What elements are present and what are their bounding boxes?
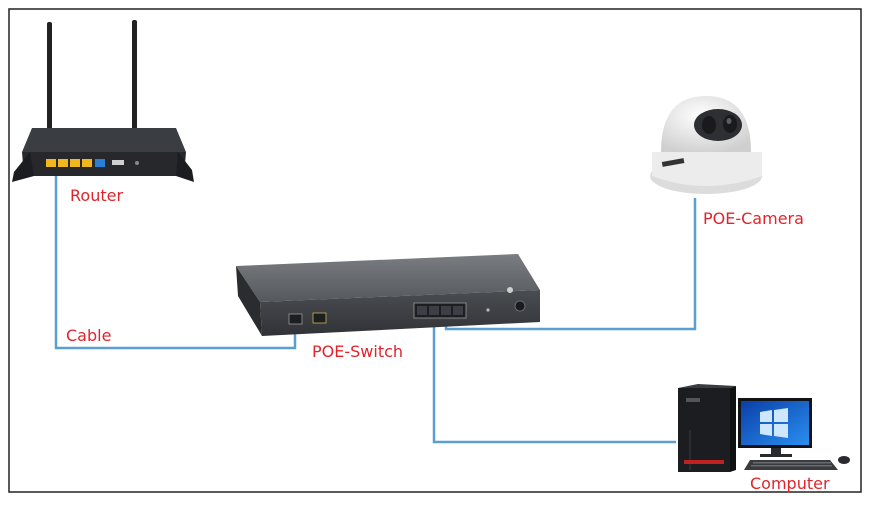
poe-switch-icon <box>236 254 540 336</box>
router-label: Router <box>70 186 124 205</box>
frame-border <box>8 8 862 493</box>
poe-switch-label: POE-Switch <box>312 342 404 361</box>
router-icon <box>12 20 194 182</box>
poe-camera-icon <box>650 96 762 194</box>
poe-camera-label: POE-Camera <box>703 209 804 228</box>
computer-icon <box>678 384 850 472</box>
computer-label: Computer <box>750 474 830 493</box>
cable-router-to-switch <box>54 175 297 350</box>
cable-label: Cable <box>66 326 112 345</box>
cable-switch-to-computer <box>432 320 676 444</box>
